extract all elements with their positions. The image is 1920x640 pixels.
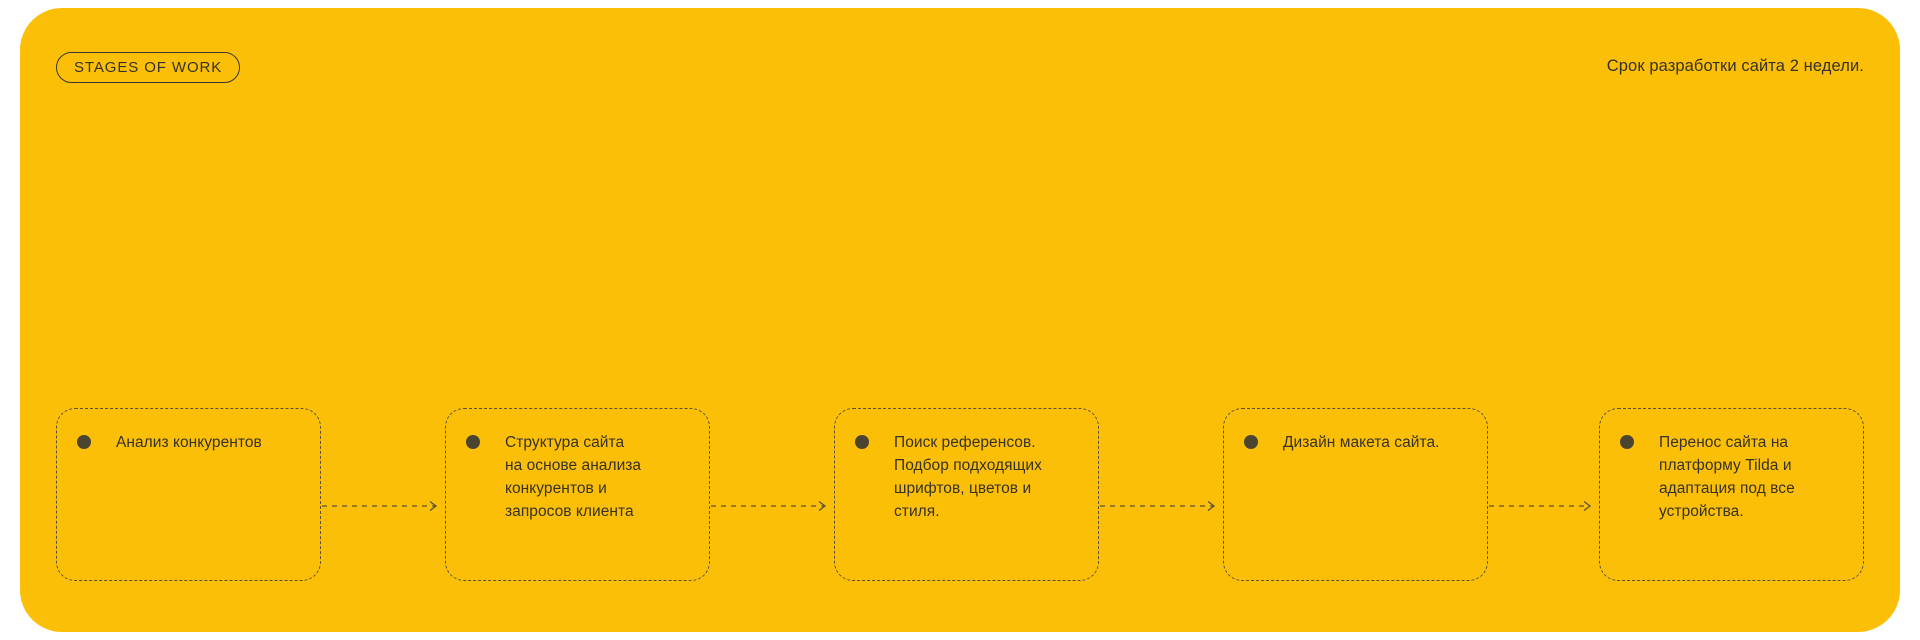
dashed-arrow-right-icon-2: [711, 500, 833, 512]
stage-card-text: Структура сайта на основе анализа конкур…: [505, 434, 642, 520]
badge-label: STAGES OF WORK: [74, 59, 223, 76]
dashed-arrow-right-icon-3: [1100, 500, 1222, 512]
stage-card-text: Перенос сайта на платформу Tilda и адапт…: [1659, 434, 1795, 520]
stages-of-work-badge: STAGES OF WORK: [56, 52, 241, 83]
stage-card-5[interactable]: Перенос сайта на платформу Tilda и адапт…: [1599, 408, 1864, 581]
stage-card-4[interactable]: Дизайн макета сайта.: [1223, 408, 1488, 581]
stages-flow: Анализ конкурентов Структура сайта на ос…: [56, 408, 1864, 583]
bullet-dot-icon: [77, 435, 91, 449]
stage-card-text: Дизайн макета сайта.: [1283, 434, 1440, 451]
stage-card-3[interactable]: Поиск референсов. Подбор подходящих шриф…: [834, 408, 1099, 581]
bullet-dot-icon: [1244, 435, 1258, 449]
bullet-dot-icon: [466, 435, 480, 449]
stage-card-content: Поиск референсов. Подбор подходящих шриф…: [835, 409, 1098, 523]
bullet-dot-icon: [855, 435, 869, 449]
dashed-arrow-right-icon-4: [1489, 500, 1598, 512]
stage-card-text: Анализ конкурентов: [116, 434, 262, 451]
stage-card-content: Дизайн макета сайта.: [1224, 409, 1487, 454]
stages-of-work-panel: STAGES OF WORK Срок разработки сайта 2 н…: [20, 8, 1900, 632]
stage-card-1[interactable]: Анализ конкурентов: [56, 408, 321, 581]
dashed-arrow-right-icon-1: [322, 500, 444, 512]
stage-card-2[interactable]: Структура сайта на основе анализа конкур…: [445, 408, 710, 581]
bullet-dot-icon: [1620, 435, 1634, 449]
stage-card-content: Анализ конкурентов: [57, 409, 320, 454]
stage-card-content: Структура сайта на основе анализа конкур…: [446, 409, 709, 523]
stage-card-content: Перенос сайта на платформу Tilda и адапт…: [1600, 409, 1863, 523]
stage-card-text: Поиск референсов. Подбор подходящих шриф…: [894, 434, 1042, 520]
panel-header: STAGES OF WORK Срок разработки сайта 2 н…: [56, 52, 1864, 86]
deadline-note: Срок разработки сайта 2 недели.: [1606, 57, 1864, 75]
